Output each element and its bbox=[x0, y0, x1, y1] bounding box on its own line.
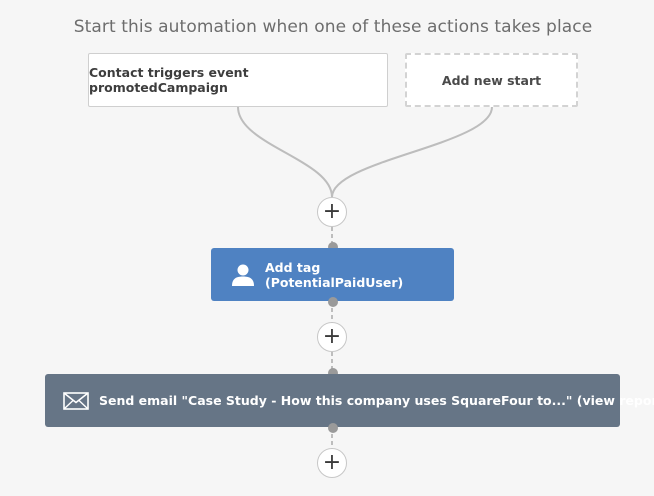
send-email-action[interactable]: Send email "Case Study - How this compan… bbox=[45, 374, 654, 427]
user-icon bbox=[231, 264, 255, 286]
connector-curve-left bbox=[237, 106, 333, 198]
connector-dot bbox=[328, 423, 338, 433]
plus-icon: + bbox=[322, 324, 342, 349]
add-step-button-1[interactable]: + bbox=[317, 197, 347, 227]
connector-dot bbox=[328, 368, 338, 378]
add-new-start-button[interactable]: Add new start bbox=[405, 53, 578, 107]
add-tag-label: Add tag (PotentialPaidUser) bbox=[265, 259, 404, 290]
trigger-contact-event[interactable]: Contact triggers event promotedCampaign bbox=[88, 53, 388, 107]
add-step-button-3[interactable]: + bbox=[317, 448, 347, 478]
connector-dot bbox=[328, 242, 338, 252]
envelope-icon bbox=[63, 391, 89, 410]
plus-icon: + bbox=[322, 199, 342, 224]
plus-icon: + bbox=[322, 450, 342, 475]
automation-heading: Start this automation when one of these … bbox=[73, 17, 593, 37]
add-tag-action[interactable]: Add tag (PotentialPaidUser) bbox=[211, 248, 454, 301]
connector-dot bbox=[328, 297, 338, 307]
add-step-button-2[interactable]: + bbox=[317, 322, 347, 352]
send-email-label: Send email "Case Study - How this compan… bbox=[99, 393, 654, 408]
connector-curve-right bbox=[331, 106, 493, 198]
